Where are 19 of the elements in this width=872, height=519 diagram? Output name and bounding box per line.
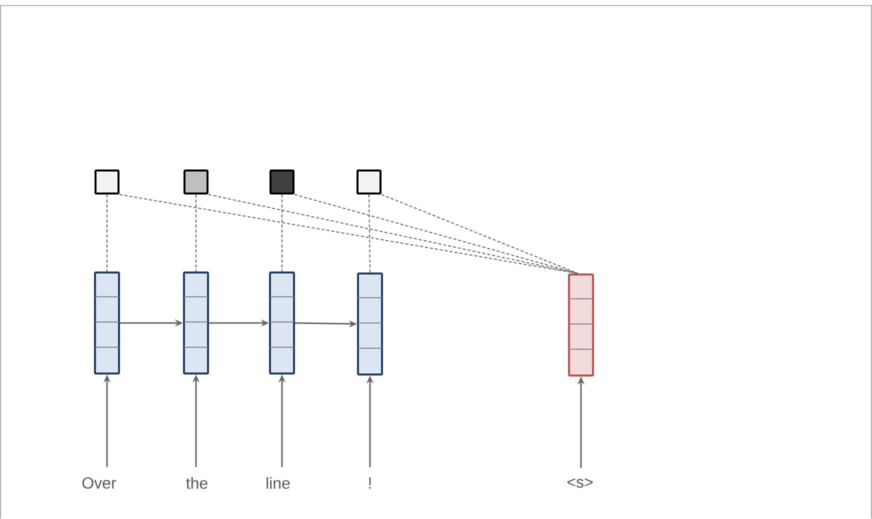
encoder-cell bbox=[183, 272, 209, 374]
attention-square bbox=[94, 170, 120, 194]
attention-square bbox=[270, 170, 294, 194]
attention-line bbox=[208, 194, 578, 274]
word-label: line bbox=[266, 477, 290, 489]
encoder-cell bbox=[269, 272, 295, 374]
attention-line bbox=[368, 194, 370, 273]
attention-line bbox=[381, 194, 578, 274]
word-label: the bbox=[186, 477, 208, 489]
attention-line bbox=[106, 194, 108, 272]
attention-square bbox=[356, 170, 382, 194]
attention-line bbox=[294, 194, 578, 274]
encoder-cell bbox=[357, 272, 383, 376]
word-label: Over bbox=[82, 477, 116, 489]
decoder-cell bbox=[568, 274, 594, 376]
encoder-cell bbox=[94, 272, 120, 374]
attention-square bbox=[184, 170, 208, 194]
word-label: <s> bbox=[567, 478, 593, 488]
word-label: ! bbox=[369, 478, 371, 488]
